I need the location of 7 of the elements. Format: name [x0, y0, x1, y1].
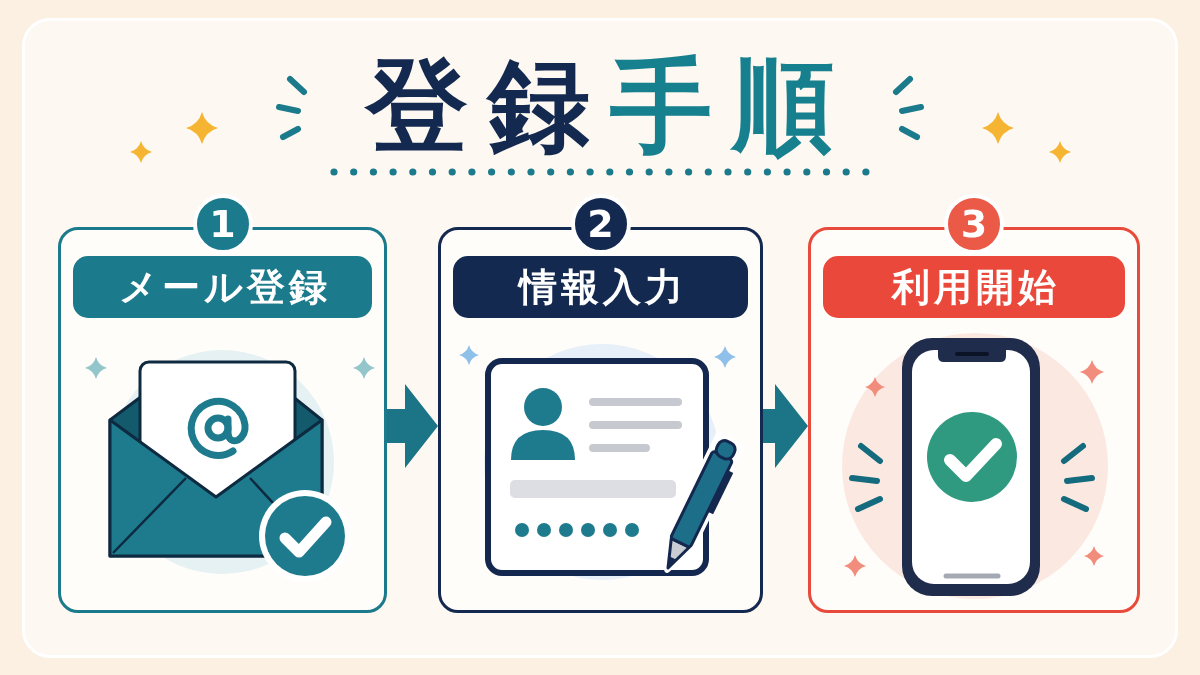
step-number: 3 [944, 194, 1004, 254]
step-heading: 利用開始 [823, 256, 1125, 318]
arrow [763, 384, 808, 468]
arrow [387, 384, 438, 468]
step-heading: 情報入力 [453, 256, 748, 318]
title: 登録手順 [366, 54, 854, 158]
step-heading: メール登録 [73, 256, 372, 318]
